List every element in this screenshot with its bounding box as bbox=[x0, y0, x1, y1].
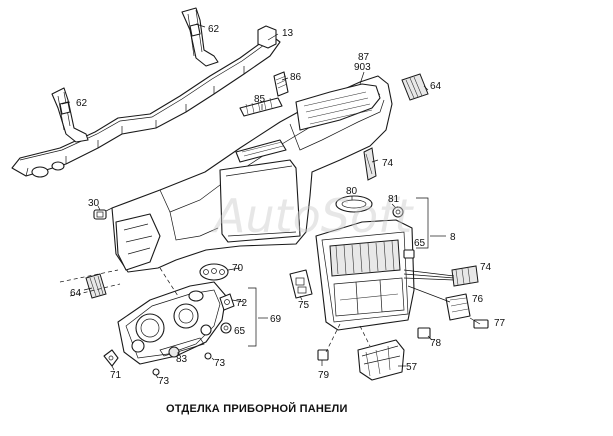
switch-79 bbox=[317, 349, 329, 361]
switch-panel-86 bbox=[273, 71, 289, 97]
callout-62-lower: 62 bbox=[76, 98, 88, 109]
panel-76 bbox=[445, 293, 471, 321]
leader-lines bbox=[59, 23, 481, 379]
vent-64-upper bbox=[401, 73, 429, 101]
callout-80: 80 bbox=[346, 186, 358, 197]
callout-78: 78 bbox=[430, 338, 442, 349]
callout-65-lower: 65 bbox=[234, 326, 246, 337]
switch-78 bbox=[417, 327, 431, 339]
vent-74-lower bbox=[451, 265, 479, 287]
callout-81: 81 bbox=[388, 194, 400, 205]
callout-903: 903 bbox=[354, 62, 371, 73]
bracket-lower bbox=[51, 87, 89, 143]
callout-73-upper: 73 bbox=[214, 358, 226, 369]
callout-85: 85 bbox=[254, 94, 266, 105]
knob-81 bbox=[392, 206, 404, 218]
callout-8: 8 bbox=[450, 232, 456, 243]
callout-75: 75 bbox=[298, 300, 310, 311]
callout-86: 86 bbox=[290, 72, 302, 83]
bracket-upper bbox=[181, 7, 219, 67]
callout-76: 76 bbox=[472, 294, 484, 305]
callout-62-upper: 62 bbox=[208, 24, 220, 35]
center-console bbox=[315, 219, 415, 331]
callout-65-console: 65 bbox=[414, 238, 426, 249]
switch-72 bbox=[219, 293, 235, 311]
screw-73-b bbox=[152, 368, 160, 376]
switch-71 bbox=[103, 349, 119, 367]
vent-64-lower bbox=[85, 273, 107, 299]
callout-64-upper: 64 bbox=[430, 81, 442, 92]
side-trim-74 bbox=[363, 147, 377, 181]
callout-labels: 62 13 87 903 86 64 62 85 74 30 80 81 8 6… bbox=[70, 24, 506, 387]
callout-72: 72 bbox=[236, 298, 248, 309]
callout-74-lower: 74 bbox=[480, 262, 492, 273]
callout-87: 87 bbox=[358, 52, 370, 63]
callout-77: 77 bbox=[494, 318, 506, 329]
diagram-caption: ОТДЕЛКА ПРИБОРНОЙ ПАНЕЛИ bbox=[166, 402, 348, 415]
oval-vent-80 bbox=[335, 195, 373, 213]
callout-64-lower: 64 bbox=[70, 288, 82, 299]
cap-77 bbox=[473, 319, 489, 329]
switch-panel-85 bbox=[239, 97, 283, 117]
knob-83 bbox=[168, 346, 180, 358]
callout-70: 70 bbox=[232, 263, 244, 274]
watermark: AutoSoft bbox=[211, 189, 414, 243]
callout-13: 13 bbox=[282, 28, 294, 39]
screw-73-a bbox=[204, 352, 212, 360]
callout-73-lower: 73 bbox=[158, 376, 170, 387]
callout-57: 57 bbox=[406, 362, 418, 373]
callout-71: 71 bbox=[110, 370, 122, 381]
callout-30: 30 bbox=[88, 198, 100, 209]
dashboard-shell bbox=[99, 75, 393, 273]
callout-69: 69 bbox=[270, 314, 282, 325]
storage-box-57 bbox=[357, 339, 405, 381]
switch-65-lower bbox=[220, 322, 232, 334]
switch-panel-75 bbox=[289, 269, 313, 299]
callout-79: 79 bbox=[318, 370, 330, 381]
clip-30 bbox=[93, 209, 107, 220]
callout-83: 83 bbox=[176, 354, 188, 365]
callout-74-upper: 74 bbox=[382, 158, 394, 169]
instrument-cluster-housing bbox=[117, 281, 227, 365]
switch-panel-70 bbox=[199, 263, 229, 281]
